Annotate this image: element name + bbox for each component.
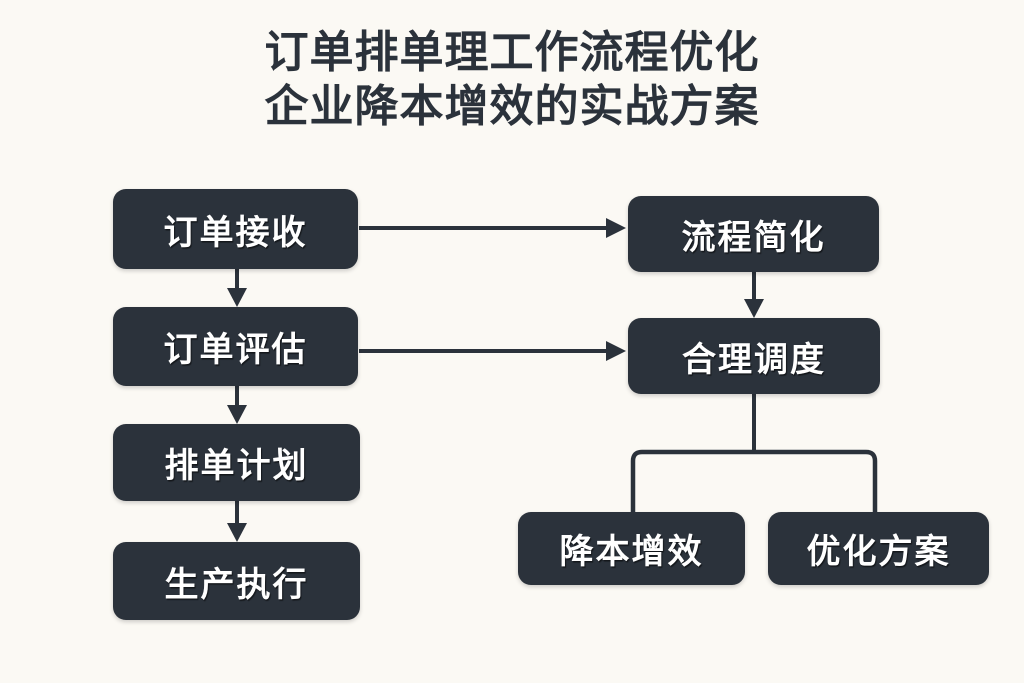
edge-schedule-plan-to-production [227, 501, 247, 542]
node-rational-dispatch-label: 合理调度 [682, 340, 826, 379]
node-cost-reduction[interactable]: 降本增效 [518, 512, 745, 585]
node-order-assess-label: 订单评估 [163, 331, 308, 369]
node-rational-dispatch[interactable]: 合理调度 [628, 318, 880, 394]
node-production-execution-label: 生产执行 [164, 565, 309, 604]
page-title: 订单排单理工作流程优化 企业降本增效的实战方案 [0, 26, 1024, 133]
node-process-simplify[interactable]: 流程简化 [628, 196, 879, 272]
node-production-execution[interactable]: 生产执行 [113, 542, 360, 620]
node-schedule-plan[interactable]: 排单计划 [113, 424, 360, 501]
edge-process-simplify-to-rational-dispatch [744, 272, 764, 318]
node-cost-reduction-label: 降本增效 [559, 533, 704, 571]
node-order-receive-label: 订单接收 [163, 213, 308, 252]
node-optimization-plan[interactable]: 优化方案 [768, 512, 989, 585]
edge-order-receive-to-order-assess [227, 269, 247, 307]
node-order-assess[interactable]: 订单评估 [113, 307, 358, 386]
title-line-1: 订单排单理工作流程优化 [264, 28, 760, 77]
edge-order-assess-to-rational-dispatch [359, 341, 626, 361]
node-schedule-plan-label: 排单计划 [164, 447, 309, 485]
edge-rational-dispatch-branch [630, 394, 878, 515]
node-order-receive[interactable]: 订单接收 [113, 189, 358, 269]
edge-order-receive-to-process-simplify [359, 218, 626, 238]
title-line-2: 企业降本增效的实战方案 [264, 81, 760, 131]
node-optimization-plan-label: 优化方案 [806, 533, 951, 571]
node-process-simplify-label: 流程简化 [681, 218, 826, 257]
edge-order-assess-to-schedule-plan [227, 386, 247, 424]
